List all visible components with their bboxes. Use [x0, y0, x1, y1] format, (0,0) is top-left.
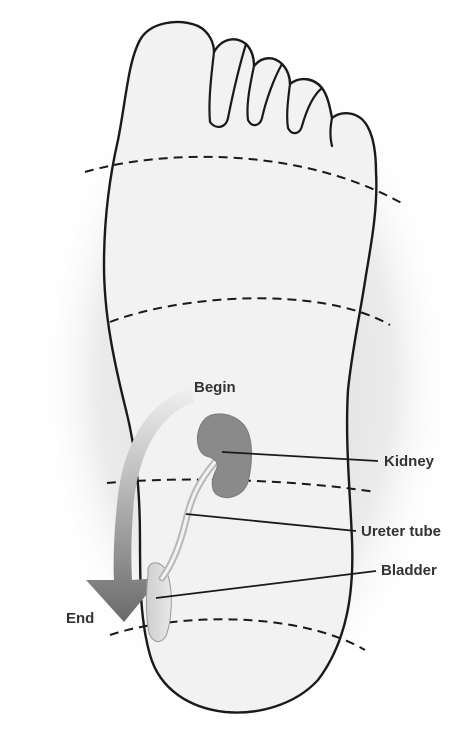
- bladder-label: Bladder: [381, 563, 437, 578]
- begin-label: Begin: [194, 380, 236, 395]
- end-label: End: [66, 611, 94, 626]
- kidney-label: Kidney: [384, 454, 434, 469]
- ureter-tube-label: Ureter tube: [361, 524, 441, 539]
- foot-outline: [104, 22, 376, 712]
